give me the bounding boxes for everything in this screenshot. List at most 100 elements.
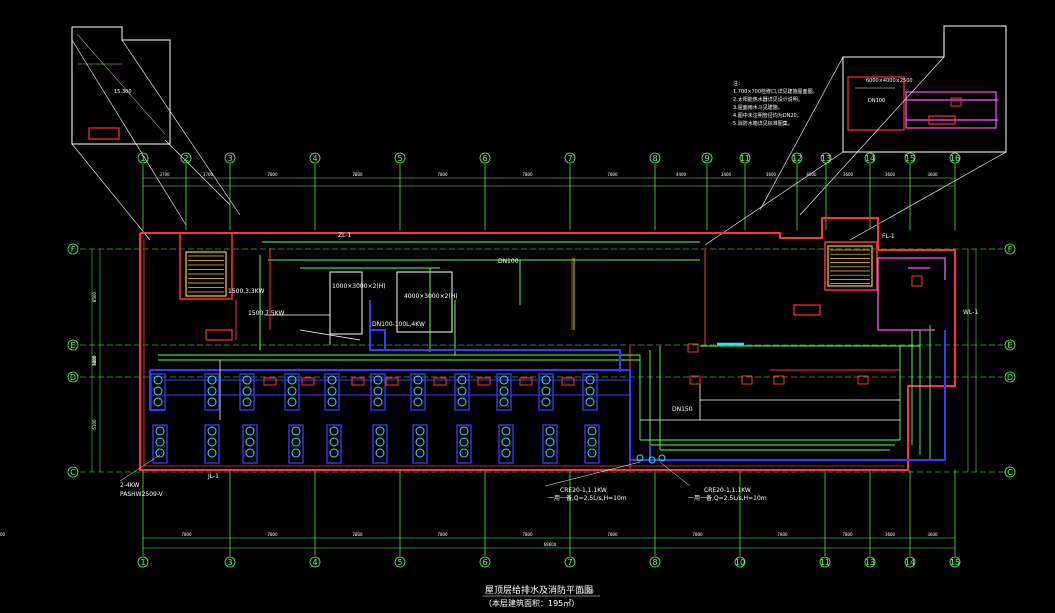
heater-coil [499,386,509,396]
heater-coil [242,386,252,396]
grid-label-bottom: 7 [567,558,572,567]
heater-unit [150,373,166,411]
dim-text-top: 7800 [352,172,363,177]
heater-unit [372,424,388,464]
heater-coil [459,426,469,436]
heater-coil [587,437,597,447]
heater-unit [412,424,428,464]
grid-label-row: D [1007,373,1013,382]
heater-coil [457,375,467,385]
heater-coil [585,397,595,407]
right-tank-dn: DN100 [868,98,885,104]
dim-text-bottom: 3600 [885,532,896,537]
heater-unit [542,424,558,464]
dim-text-side: 3000 [92,355,97,366]
grid-bubble-bottom [224,556,236,568]
dim-text-top: 3600 [843,172,854,177]
pump1-flow: 一用一备,Q=2.5L/s,H=10m [548,494,627,502]
heater-coil [153,375,163,385]
grid-bubble-bottom [309,556,321,568]
heater-coil [541,375,551,385]
heater-coil [207,397,217,407]
notes-block: 注： 1.700×700检修口,详见建施屋面图。 2.太阳能热水器详见设计说明。… [733,80,818,127]
heater-unit [288,424,304,464]
valve-box [351,377,365,386]
heater-coil [207,375,217,385]
dim-text-bottom: 3600 [0,532,6,537]
valve-box [561,377,575,386]
grid-label-bottom: 5 [397,558,402,567]
heater-unit [582,373,598,411]
grid-bubble-bottom [649,556,661,568]
heater-coil [459,448,469,458]
dim-text-top: 3600 [927,172,938,177]
dim-text-side: 8500 [92,291,97,302]
dim-text-top: 3600 [766,172,777,177]
heater-unit [324,373,340,411]
heater-coil [373,386,383,396]
dim-overall: 69600 [544,542,557,547]
grid-label-top: 8 [652,154,657,163]
grid-bubble-top [820,152,832,164]
dim-text-side: 5100 [92,419,97,430]
heater-coil [329,426,339,436]
grid-label-top: 6 [482,154,487,163]
note-3: 3.屋面雨水斗见建施。 [733,104,783,111]
drawing-subtitle: （本层建筑面积：195㎡） [484,598,579,608]
grid-bubble-bottom [904,556,916,568]
pump1-model: CRE20-1,1.1KW [560,487,607,494]
grid-label-row: F [1008,245,1013,254]
heater-coil [375,448,385,458]
drawing-scale: 1:100 [582,589,594,594]
heater-coil [373,397,383,407]
grid-label-bottom: 11 [820,558,830,567]
heater-unit [496,373,512,411]
heater-coil [413,386,423,396]
valve-box [301,377,315,386]
right-inset: 6000×4000×2500 DN100 [704,25,1007,246]
heater-coil [155,448,165,458]
heater-coil [541,397,551,407]
dim-text-bottom: 3600 [927,532,938,537]
pump-power-2: 1500,7.5KW [248,310,284,317]
grid-bubble-top [180,152,192,164]
grid-label-top: 14 [865,154,875,163]
heater-coil [545,448,555,458]
grid-bubble-row [1004,371,1016,383]
grid-bubble-top [137,152,149,164]
tank1-dim: 1000×3000×2(H) [332,283,386,290]
grid-label-bottom: 15 [950,558,960,567]
heater-coil [375,437,385,447]
dim-text-bottom: 7800 [181,532,192,537]
heater-coil [207,448,217,458]
heater-unit [204,424,220,464]
grid-label-row: C [70,468,76,477]
heater-coil [329,437,339,447]
note-1: 1.700×700检修口,详见建施屋面图。 [733,88,818,95]
heater-unit [456,424,472,464]
grid-bubble-top [479,152,491,164]
heater-unit [498,424,514,464]
heater-power: 2-4KW [120,482,140,489]
solar-heater-units [150,373,666,464]
heater-coil [587,426,597,436]
note-2: 2.太阳能热水器详见设计说明。 [733,96,803,103]
grid-label-row: F [71,245,76,254]
note-4: 4.图中未注明管径均为DN20。 [733,112,802,119]
grid-bubble-top [949,152,961,164]
notes-title: 注： [733,80,743,87]
stairs [185,245,873,297]
riser-fl: FL-1 [882,233,895,240]
grid-bubble-row [67,339,79,351]
heater-coil [585,375,595,385]
heater-model: PASHW2509-V [120,491,164,498]
heater-coil [499,397,509,407]
heater-coil [327,375,337,385]
heater-coil [245,448,255,458]
pump-power-1: 1500,3.3KW [228,288,264,295]
pump-symbol [648,456,656,464]
dim-text-bottom: 7800 [267,532,278,537]
grid-label-bottom: 13 [865,558,875,567]
